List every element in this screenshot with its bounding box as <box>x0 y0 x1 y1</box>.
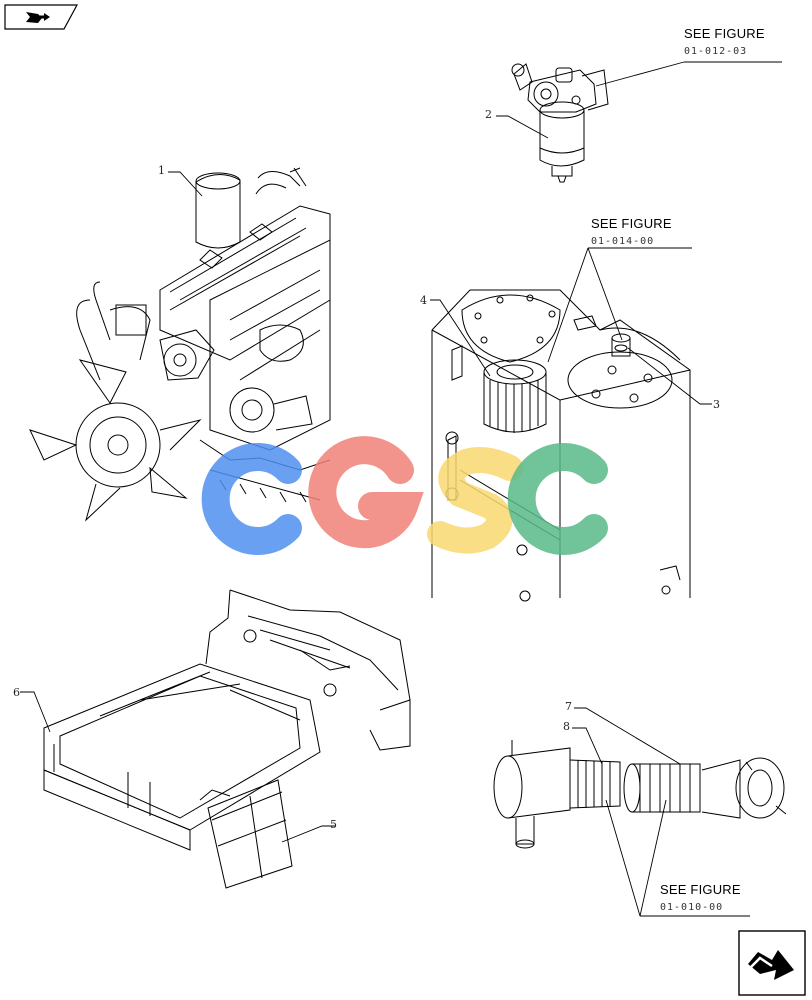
callout-number: 3 <box>713 398 720 411</box>
arrow-left-icon <box>4 4 79 30</box>
callout-number: 2 <box>485 108 492 121</box>
back-button[interactable] <box>4 4 79 30</box>
watermark-logo <box>201 436 608 555</box>
callout-number: 1 <box>158 164 165 177</box>
see-figure-label[interactable]: SEE FIGURE <box>660 882 741 897</box>
see-figure-code[interactable]: 01-012-03 <box>684 46 748 57</box>
see-figure-label[interactable]: SEE FIGURE <box>684 26 765 41</box>
callout-number: 6 <box>13 686 20 699</box>
fuel-filter-illustration <box>511 63 609 183</box>
callout-number: 8 <box>563 720 570 733</box>
callout-number: 5 <box>330 818 337 831</box>
leader-lines <box>20 61 782 917</box>
see-figure-code[interactable]: 01-014-00 <box>591 236 655 247</box>
callout-number: 7 <box>565 700 572 713</box>
cab-filter-illustration <box>43 589 411 889</box>
see-figure-code[interactable]: 01-010-00 <box>660 902 724 913</box>
arrow-right-icon <box>738 930 806 996</box>
next-button[interactable] <box>738 930 806 996</box>
engine-illustration <box>29 167 331 522</box>
callout-number: 4 <box>420 294 427 307</box>
air-filter-illustration <box>493 740 787 849</box>
see-figure-label[interactable]: SEE FIGURE <box>591 216 672 231</box>
